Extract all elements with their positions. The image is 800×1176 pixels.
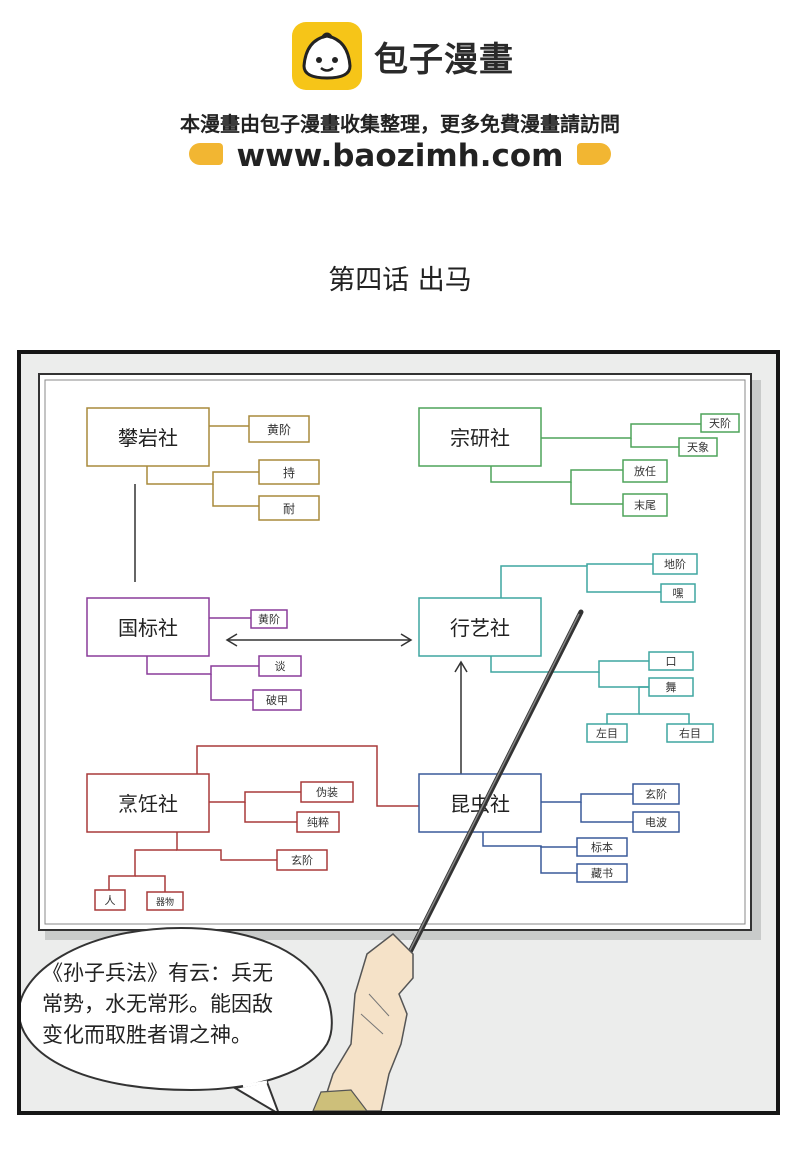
pointing-hand-icon [188,142,223,165]
speech-line: 变化而取胜者谓之神。 [42,1023,252,1047]
skill-label: 标本 [591,840,613,854]
baozi-logo-icon [292,22,362,90]
skill-label: 舞 [666,681,677,694]
skill-label: 黄阶 [258,612,280,626]
site-notice: 本漫畫由包子漫畫收集整理，更多免費漫畫請訪問 [180,112,620,136]
brand-name: 包子漫畫 [374,40,514,80]
skill-label: 天阶 [709,416,731,430]
skill-label: 右目 [679,726,701,740]
hand-drawing [312,933,414,1111]
pointer-stick [400,609,584,969]
skill-label: 玄阶 [645,787,667,801]
club-group-pengren [86,745,419,911]
baozi-face-icon [302,32,352,80]
club-group-xingyi [418,553,714,743]
club-name-zongyan: 宗研社 [450,426,510,450]
club-name-panyan: 攀岩社 [118,426,178,450]
speech-bubble [21,926,333,1111]
skill-label: 地阶 [664,557,686,571]
club-group-zongyan [418,407,740,517]
comic-panel: 攀岩社 黄阶 持 耐 宗研社 天阶 天象 放任 末尾 [17,350,780,1115]
skill-label: 人 [105,894,116,907]
skill-label: 器物 [156,896,174,908]
skill-label: 嘿 [673,587,684,600]
skill-label: 左目 [596,727,618,740]
site-url-link[interactable]: www.baozimh.com [236,138,564,174]
speech-line: 《孙子兵法》有云：兵无 [42,961,273,985]
skill-label: 破甲 [266,693,288,707]
url-row: www.baozimh.com [0,138,800,174]
club-name-guobiao: 国标社 [118,616,178,640]
speech-text: 《孙子兵法》有云：兵无 常势，水无常形。能因敌 变化而取胜者谓之神。 [42,958,332,1051]
skill-label: 耐 [283,502,295,516]
skill-label: 放任 [634,464,656,478]
skill-label: 谈 [275,660,286,673]
skill-label: 纯粹 [307,815,329,829]
up-arrow-icon [454,660,468,774]
skill-label: 玄阶 [291,853,313,867]
club-name-pengren: 烹饪社 [118,792,178,816]
skill-label: 口 [666,655,677,668]
skill-label: 黄阶 [267,423,291,437]
club-group-kunchong [418,773,680,883]
club-name-xingyi: 行艺社 [450,616,510,640]
club-group-guobiao [86,597,302,711]
chapter-title: 第四话 出马 [328,265,472,296]
pointing-hand-icon [577,142,612,165]
club-group-panyan [86,407,320,521]
skill-label: 伪装 [316,786,338,799]
skill-label: 藏书 [591,867,613,880]
skill-label: 持 [283,465,295,480]
skill-label: 电波 [645,816,667,829]
skill-label: 末尾 [634,498,656,512]
whiteboard-illustration: 攀岩社 黄阶 持 耐 宗研社 天阶 天象 放任 末尾 [21,373,761,1111]
skill-label: 天象 [687,441,709,454]
speech-line: 常势，水无常形。能因敌 [42,992,273,1016]
double-arrow-icon [225,633,413,647]
